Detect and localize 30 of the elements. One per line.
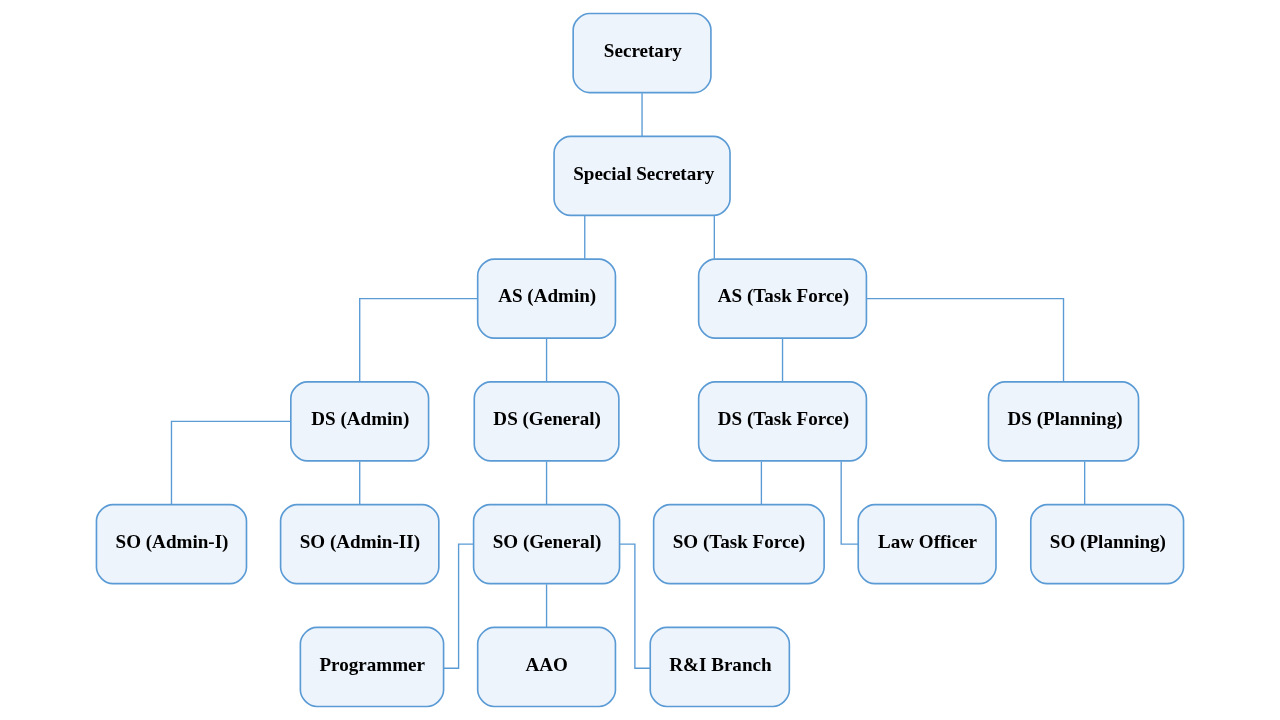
connector [545, 338, 548, 383]
node-box: DS (Admin) [290, 381, 430, 462]
connector [359, 460, 361, 505]
node-box: Law Officer [857, 503, 997, 585]
node-box: DS (Task Force) [697, 381, 868, 462]
node-box: DS (General) [473, 381, 620, 462]
node-box: SO (Admin-II) [279, 503, 440, 585]
node-box: AS (Admin) [476, 258, 617, 339]
connector [713, 215, 715, 260]
connector [545, 583, 548, 628]
node-box: SO (Planning) [1029, 503, 1185, 585]
node-box: Special Secretary [553, 135, 731, 217]
node-box: R&I Branch [649, 626, 791, 708]
node-box: SO (Task Force) [652, 503, 825, 585]
connector [781, 338, 784, 383]
node-box: AS (Task Force) [697, 258, 868, 339]
connector [760, 460, 763, 505]
connector [865, 297, 1065, 382]
node-box: Secretary [572, 12, 712, 94]
node-box: Programmer [299, 626, 445, 708]
node-box: AAO [476, 626, 617, 708]
connector [641, 92, 643, 137]
connector [170, 420, 292, 505]
node-box: SO (Admin-I) [95, 503, 248, 585]
connector [584, 215, 586, 260]
node-box: DS (Planning) [987, 381, 1140, 462]
node-box: SO (General) [472, 503, 621, 585]
connector [1084, 460, 1086, 505]
connector [545, 460, 548, 505]
connector [359, 297, 479, 382]
